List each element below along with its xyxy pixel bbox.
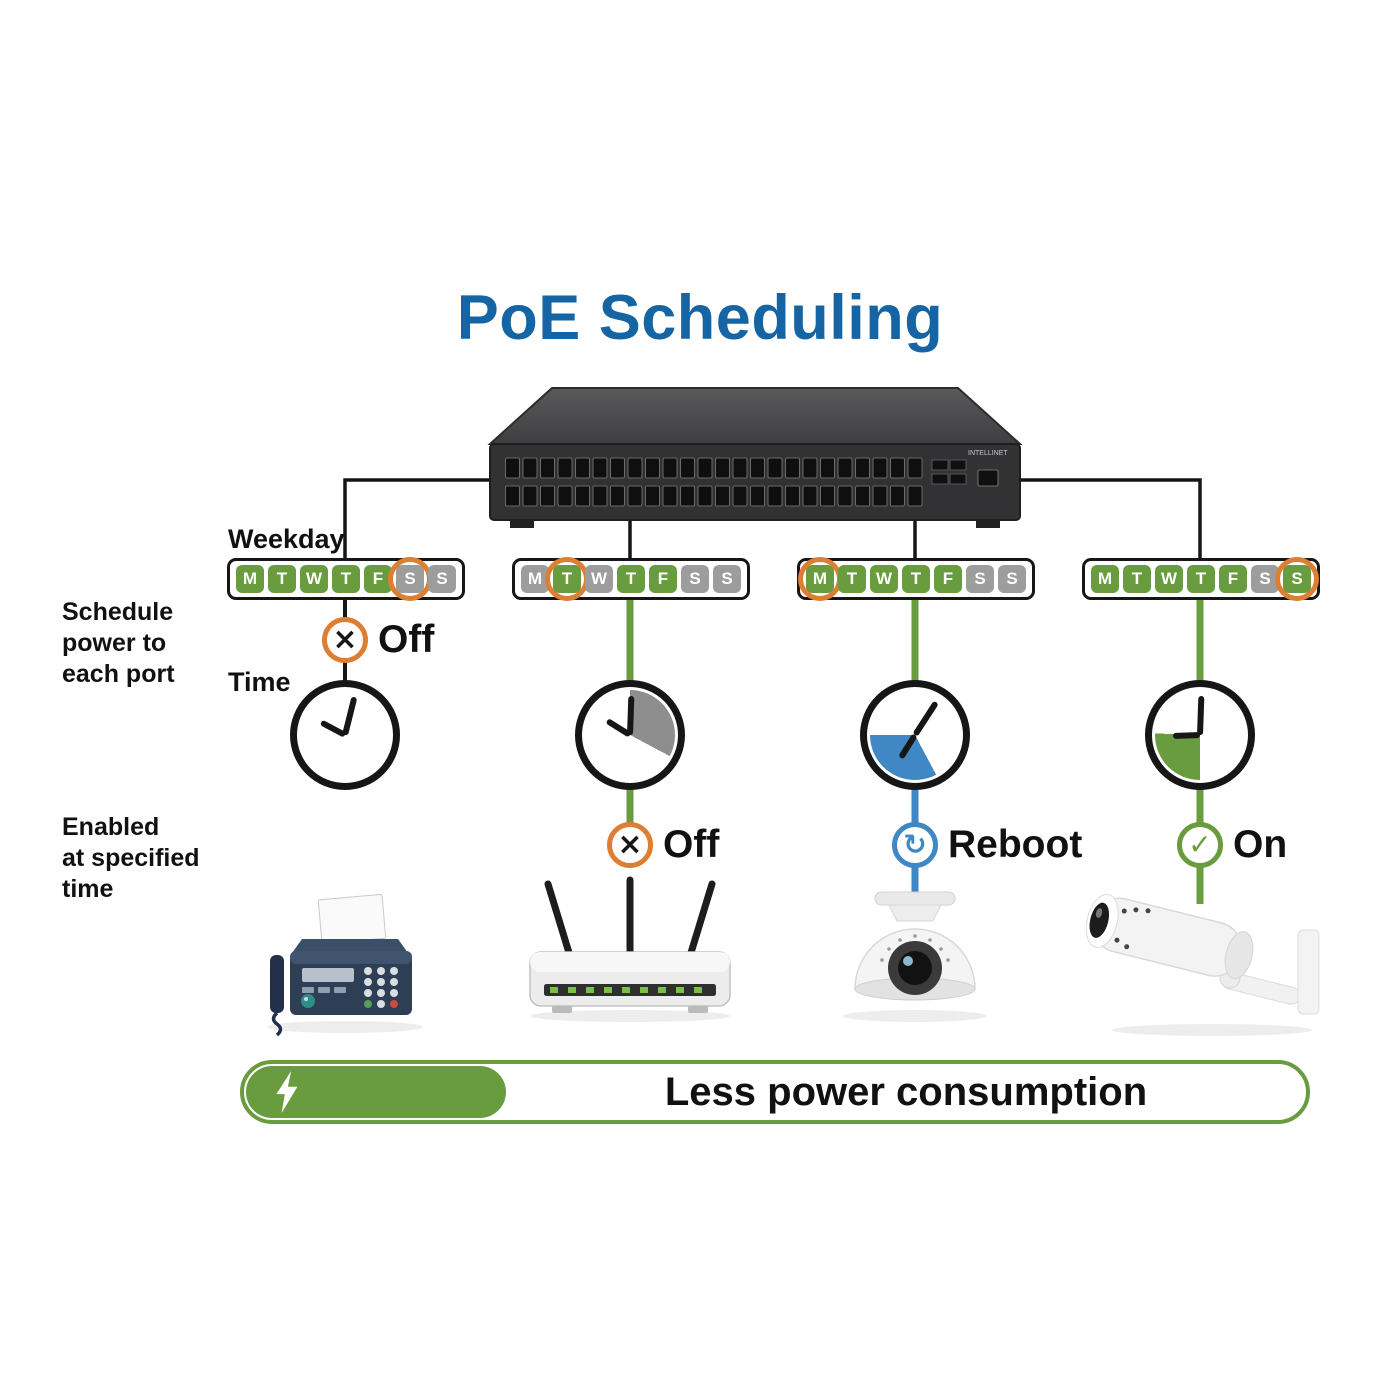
day-cell: T bbox=[332, 565, 360, 593]
weekday-strip-3: M T W T F S S bbox=[797, 557, 1035, 601]
weekday-strip-1: M T W T F S S bbox=[227, 557, 465, 601]
day-cell: W bbox=[585, 565, 613, 593]
power-pill bbox=[246, 1066, 506, 1118]
clock-2 bbox=[575, 680, 685, 790]
fax-machine-graphic bbox=[267, 893, 423, 1037]
clock-4 bbox=[1145, 680, 1255, 790]
day-cell: W bbox=[1155, 565, 1183, 593]
reboot-icon: ↻ bbox=[892, 822, 938, 868]
action-label: On bbox=[1233, 823, 1288, 866]
schedule-power-label: Schedule power to each port bbox=[62, 598, 175, 688]
day-cell: T bbox=[617, 565, 645, 593]
off-icon: × bbox=[607, 822, 653, 868]
action-off-2: × Off bbox=[607, 822, 719, 868]
day-cell: F bbox=[934, 565, 962, 593]
poe-switch-graphic: INTELLINET bbox=[487, 387, 1023, 528]
dome-camera-image bbox=[832, 888, 998, 1039]
switch-brand-label: INTELLINET bbox=[968, 450, 1008, 457]
day-cell: T bbox=[545, 557, 589, 601]
day-cell: F bbox=[649, 565, 677, 593]
day-cell: S bbox=[998, 565, 1026, 593]
action-label: Off bbox=[378, 618, 435, 661]
time-label: Time bbox=[228, 667, 291, 697]
day-cell: W bbox=[300, 565, 328, 593]
lightning-icon bbox=[276, 1071, 298, 1113]
bullet-camera-image bbox=[1062, 884, 1338, 1045]
x-glyph: × bbox=[617, 827, 643, 862]
wireless-router-image bbox=[508, 876, 752, 1035]
day-cell: T bbox=[902, 565, 930, 593]
day-cell: S bbox=[388, 557, 432, 601]
day-cell: T bbox=[838, 565, 866, 593]
day-cell: M bbox=[1091, 565, 1119, 593]
day-cell: S bbox=[1275, 557, 1319, 601]
day-cell: S bbox=[713, 565, 741, 593]
day-cell: S bbox=[1251, 565, 1279, 593]
day-cell: S bbox=[681, 565, 709, 593]
fax-machine-image bbox=[250, 893, 440, 1043]
weekday-strip-2: M T W T F S S bbox=[512, 557, 750, 601]
dome-camera-graphic bbox=[843, 891, 987, 1022]
day-cell: T bbox=[268, 565, 296, 593]
clock-minute-hand bbox=[342, 696, 358, 736]
action-off-1: × Off bbox=[322, 617, 434, 663]
x-glyph: × bbox=[332, 622, 358, 657]
day-cell: T bbox=[1187, 565, 1215, 593]
day-cell: S bbox=[966, 565, 994, 593]
poe-switch-image: INTELLINET bbox=[480, 378, 1030, 538]
refresh-glyph: ↻ bbox=[903, 828, 927, 861]
off-icon: × bbox=[322, 617, 368, 663]
action-label: Reboot bbox=[948, 823, 1083, 866]
weekday-strip-4: M T W T F S S bbox=[1082, 557, 1320, 601]
day-cell: F bbox=[364, 565, 392, 593]
day-cell: M bbox=[521, 565, 549, 593]
wireless-router-graphic bbox=[529, 876, 731, 1022]
day-cell: F bbox=[1219, 565, 1247, 593]
day-cell: S bbox=[428, 565, 456, 593]
clock-3 bbox=[860, 680, 970, 790]
action-on: ✓ On bbox=[1177, 822, 1287, 868]
check-glyph: ✓ bbox=[1188, 828, 1212, 861]
day-cell: T bbox=[1123, 565, 1151, 593]
clock-hour-hand bbox=[1172, 732, 1201, 739]
banner-text: Less power consumption bbox=[664, 1069, 1148, 1114]
day-cell: M bbox=[798, 557, 842, 601]
day-cell: W bbox=[870, 565, 898, 593]
weekday-label: Weekday bbox=[228, 524, 345, 554]
check-icon: ✓ bbox=[1177, 822, 1223, 868]
enabled-at-time-label: Enabled at specified time bbox=[62, 813, 200, 903]
action-reboot: ↻ Reboot bbox=[892, 822, 1082, 868]
page-title: PoE Scheduling bbox=[456, 283, 944, 353]
bullet-camera-graphic bbox=[1085, 894, 1320, 1036]
day-cell: M bbox=[236, 565, 264, 593]
clock-1 bbox=[290, 680, 400, 790]
power-consumption-banner: Less power consumption bbox=[240, 1060, 1310, 1124]
action-label: Off bbox=[663, 823, 720, 866]
